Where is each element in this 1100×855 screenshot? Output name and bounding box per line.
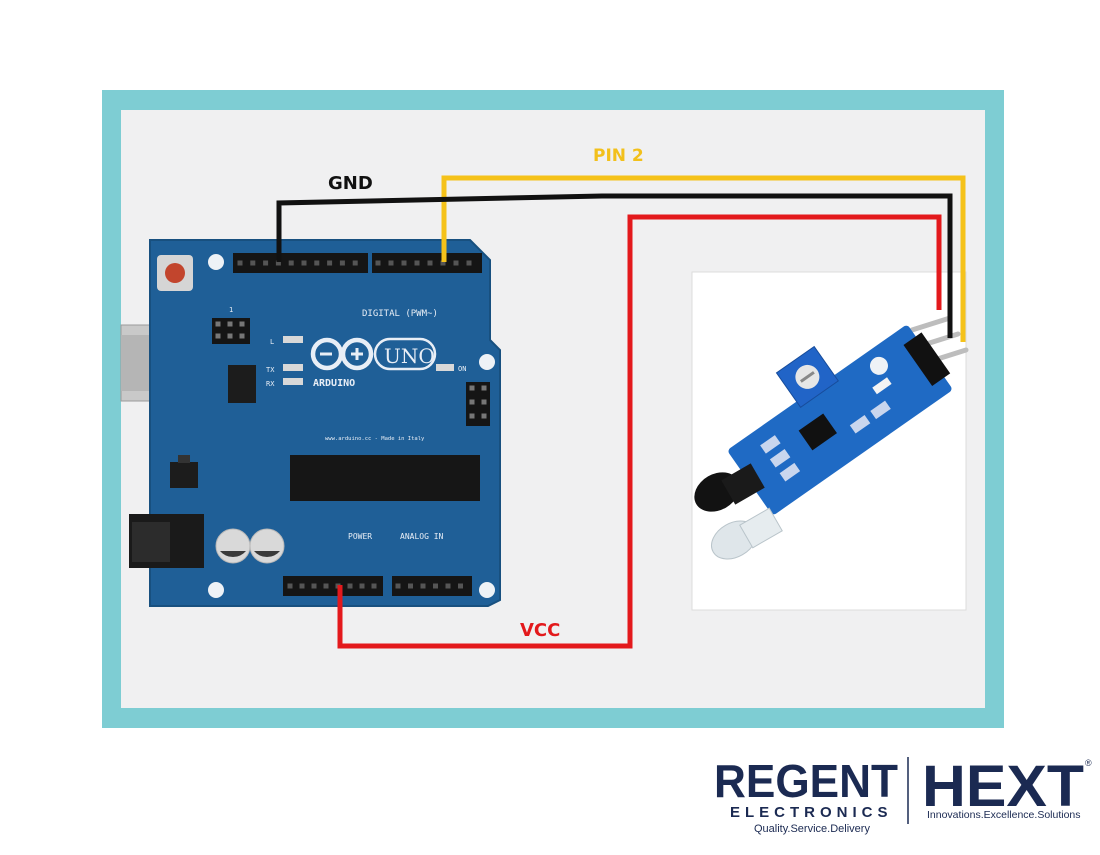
ir-sensor-module [691, 271, 969, 611]
ir-receiver-led [711, 507, 783, 560]
header-pin [458, 583, 463, 589]
rx-led [283, 378, 303, 385]
header-pin [311, 583, 317, 589]
header-pin [323, 583, 329, 589]
icsp-pin [215, 333, 221, 339]
header-pin [314, 260, 320, 266]
header-pin [371, 583, 377, 589]
silk-digital-label: DIGITAL (PWM~) [362, 309, 438, 319]
label-gnd: GND [328, 173, 373, 194]
icsp-pin [239, 321, 245, 327]
capacitors [215, 528, 285, 564]
sensor-pcb [728, 325, 952, 515]
icsp-pin [481, 385, 487, 391]
mounting-hole [208, 254, 224, 270]
digital-header-left [233, 253, 368, 273]
silk-analog-label: ANALOG IN [400, 532, 444, 541]
uno-badge [373, 337, 437, 371]
header-pin [414, 260, 420, 266]
icsp-pin [481, 413, 487, 419]
silk-arduino: ARDUINO [313, 378, 355, 389]
power-header [283, 576, 383, 596]
silk-uno: UNO [384, 344, 435, 368]
digital-header-right [372, 253, 482, 273]
header-pin [275, 260, 281, 266]
silk-tx: TX [266, 366, 275, 374]
header-pin [339, 260, 345, 266]
header-pin [445, 583, 451, 589]
header-pin [433, 583, 438, 589]
mounting-hole [479, 354, 495, 370]
silk-one: 1 [229, 306, 233, 314]
voltage-regulator [170, 462, 198, 488]
icsp-pin [227, 333, 233, 339]
arduino-uno-board: DIGITAL (PWM~) POWER ANALOG IN www.ardui… [120, 239, 501, 607]
icsp-pin [227, 321, 233, 327]
mounting-hole [208, 582, 224, 598]
header-pin [420, 583, 426, 589]
header-pin [395, 583, 401, 589]
header-pin [301, 260, 307, 266]
silk-power-label: POWER [348, 532, 372, 541]
silk-on: ON [458, 365, 466, 373]
header-pin [375, 260, 381, 266]
silk-url: www.arduino.cc - Made in Italy [325, 436, 425, 442]
arduino-logo-icon [310, 337, 374, 371]
ir-emitter-led [694, 463, 765, 512]
icsp-pin [215, 321, 221, 327]
header-pin [347, 583, 353, 589]
header-pin [237, 260, 243, 266]
icsp-pin [481, 399, 487, 405]
comparator-chip [798, 413, 837, 451]
signal-wire-pin2 [441, 175, 966, 342]
header-pin [466, 260, 472, 266]
icsp-pin [469, 399, 475, 405]
label-vcc: VCC [520, 620, 560, 641]
wires [276, 175, 966, 649]
power-wire-vcc [337, 214, 942, 649]
header-pin [359, 583, 365, 589]
header-pin [352, 260, 358, 266]
header-pin [440, 260, 446, 266]
header-pin [287, 583, 293, 589]
mounting-hole [479, 582, 495, 598]
silk-rx: RX [266, 380, 275, 388]
header-pin [408, 583, 413, 589]
ground-wire [276, 193, 953, 338]
usb-chip [228, 365, 256, 403]
header-pin [250, 260, 256, 266]
l-led [283, 336, 303, 343]
analog-header [392, 576, 472, 596]
icsp-pin [239, 333, 245, 339]
label-pin2: PIN 2 [593, 146, 644, 166]
on-led [436, 364, 454, 371]
header-pin [427, 260, 433, 266]
header-pin [388, 260, 394, 266]
header-pin [453, 260, 459, 266]
atmega-chip [290, 455, 480, 501]
icsp-pin [469, 413, 475, 419]
header-pin [327, 260, 333, 266]
icsp-pin [469, 385, 475, 391]
header-pin [401, 260, 407, 266]
header-pin [299, 583, 305, 589]
tx-led [283, 364, 303, 371]
silk-l: L [270, 338, 274, 346]
header-pin [263, 260, 269, 266]
header-pin [288, 260, 294, 266]
